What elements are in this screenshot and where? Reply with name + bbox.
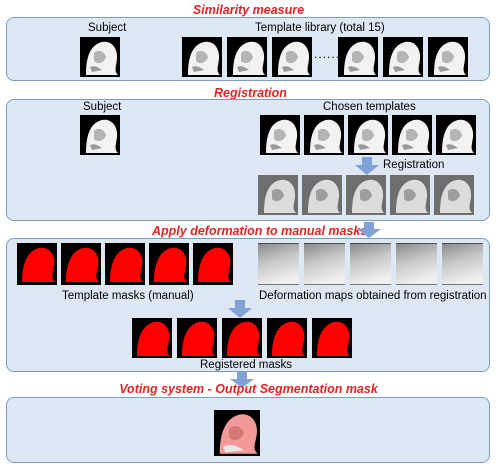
registered-mask-image xyxy=(267,318,307,358)
deformation-map-image xyxy=(304,243,345,285)
chosen-template-image xyxy=(348,115,388,155)
library-template-image xyxy=(338,37,378,77)
registered-template-image xyxy=(390,175,430,215)
stage-title-voting: Voting system - Output Segmentation mask xyxy=(119,382,378,396)
registered-template-image xyxy=(258,175,298,215)
chosen-template-image xyxy=(304,115,344,155)
template-masks-label: Template masks (manual) xyxy=(62,290,194,302)
registered-template-image xyxy=(302,175,342,215)
chosen-templates-label: Chosen templates xyxy=(323,101,416,113)
stage-title-similarity: Similarity measure xyxy=(192,3,305,17)
template-mask-image xyxy=(61,243,101,285)
library-template-image xyxy=(182,37,222,77)
template-mask-image xyxy=(17,243,57,285)
registered-mask-image xyxy=(312,318,352,358)
down-arrow-icon xyxy=(228,300,252,318)
chosen-template-image xyxy=(392,115,432,155)
stage-title-registration: Registration xyxy=(214,86,287,100)
registered-mask-image xyxy=(222,318,262,358)
template-mask-image xyxy=(105,243,145,285)
registered-template-image xyxy=(434,175,474,215)
down-arrow-icon xyxy=(230,372,254,388)
library-template-image xyxy=(383,37,423,77)
deformation-maps-label: Deformation maps obtained from registrat… xyxy=(259,290,487,302)
subject-image xyxy=(80,37,120,77)
template-mask-image xyxy=(149,243,189,285)
chosen-template-image xyxy=(260,115,300,155)
chosen-template-image xyxy=(436,115,476,155)
registered-mask-image xyxy=(132,318,172,358)
subject-image-registration xyxy=(80,115,120,155)
library-template-image xyxy=(272,37,312,77)
subject-label-registration: Subject xyxy=(83,101,122,113)
registration-step-label: Registration xyxy=(383,159,445,171)
template-library-label: Template library (total 15) xyxy=(255,22,385,34)
stage-title-deformation: Apply deformation to manual masks xyxy=(152,224,368,238)
library-template-image xyxy=(428,37,468,77)
deformation-map-image xyxy=(350,243,391,285)
registered-masks-label: Registered masks xyxy=(200,359,293,371)
library-template-image xyxy=(227,37,267,77)
deformation-map-image xyxy=(258,243,299,285)
template-mask-image xyxy=(193,243,233,285)
registered-mask-image xyxy=(177,318,217,358)
down-arrow-icon xyxy=(355,157,379,175)
deformation-map-image xyxy=(442,243,483,285)
output-segmentation-image xyxy=(214,410,260,456)
down-arrow-icon xyxy=(357,222,381,238)
subject-label: Subject xyxy=(88,22,127,34)
deformation-map-image xyxy=(396,243,437,285)
registered-template-image xyxy=(346,175,386,215)
